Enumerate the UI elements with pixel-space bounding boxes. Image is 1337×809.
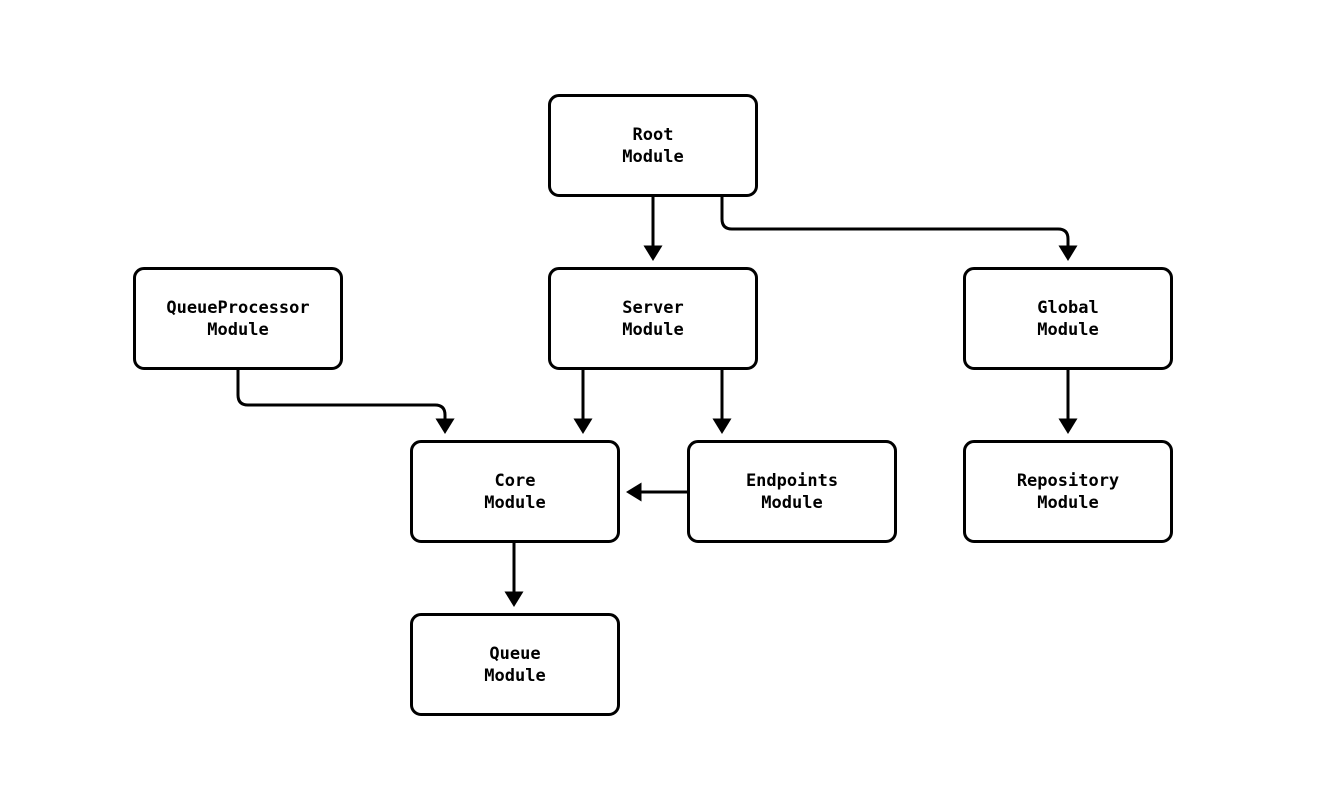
node-label-line2: Module [484,492,546,513]
node-label-line1: Global [1037,297,1099,318]
node-endpoints-module[interactable]: Endpoints Module [687,440,897,543]
node-label-line1: Server [622,297,684,318]
node-global-module[interactable]: Global Module [963,267,1173,370]
node-label-line2: Module [1037,319,1099,340]
node-root-module[interactable]: Root Module [548,94,758,197]
edge-root-to-global [720,197,1078,261]
node-queue-module[interactable]: Queue Module [410,613,620,716]
node-label-line1: Endpoints [745,470,839,491]
node-label-line2: Module [207,319,269,340]
node-label-line1: Queue [489,643,541,664]
node-server-module[interactable]: Server Module [548,267,758,370]
node-label-line2: Module [761,492,823,513]
node-core-module[interactable]: Core Module [410,440,620,543]
node-label-line2: Module [484,665,546,686]
node-label-line2: Module [1037,492,1099,513]
node-label-line1: Repository [1016,470,1120,491]
node-repository-module[interactable]: Repository Module [963,440,1173,543]
node-queueprocessor-module[interactable]: QueueProcessor Module [133,267,343,370]
node-label-line2: Module [622,146,684,167]
node-label-line1: Root [632,124,674,145]
node-label-line1: QueueProcessor [166,297,310,318]
edges-group [236,197,1078,607]
edge-queueprocessor-to-core [236,370,455,434]
node-label-line1: Core [494,470,536,491]
node-label-line2: Module [622,319,684,340]
